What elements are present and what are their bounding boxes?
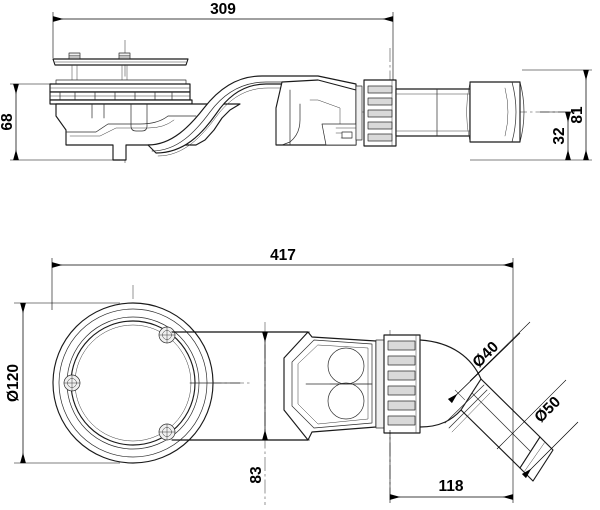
outlet-pipe [395,81,525,143]
dimension-label-118: 118 [438,478,463,495]
dimension-68: 68 [0,83,120,161]
dimension-309: 309 [52,1,394,80]
plan-view: 417 Ø120 83 Ø40 [5,247,579,505]
trap-body-flange [49,83,193,105]
dimension-label-309: 309 [210,1,236,18]
dimension-417: 417 [51,247,514,452]
flange-clip [158,326,176,344]
dimension-label-32: 32 [551,127,568,144]
dimension-83: 83 [180,331,310,484]
dimension-label-83: 83 [248,466,265,484]
dimension-label-81: 81 [569,106,586,124]
union-nut-plan [375,334,421,434]
dimension-dia-120: Ø120 [5,302,120,464]
round-flange-plan [52,302,214,464]
dimension-label-dia-120: Ø120 [5,364,22,402]
union-nut-collar [355,79,397,147]
drain-cover-plate [52,52,189,85]
dimension-81: 81 [470,69,592,161]
dimension-label-417: 417 [270,247,296,264]
flange-clip [63,374,81,392]
side-elevation-view: 309 68 81 32 [0,1,592,163]
dimension-label-68: 68 [0,113,16,131]
dimension-label-dia-50: Ø50 [531,393,564,426]
flared-transition-plan [283,331,377,441]
dimension-32: 32 [540,111,575,161]
dimension-118: 118 [389,430,514,503]
flange-clip [158,423,176,441]
